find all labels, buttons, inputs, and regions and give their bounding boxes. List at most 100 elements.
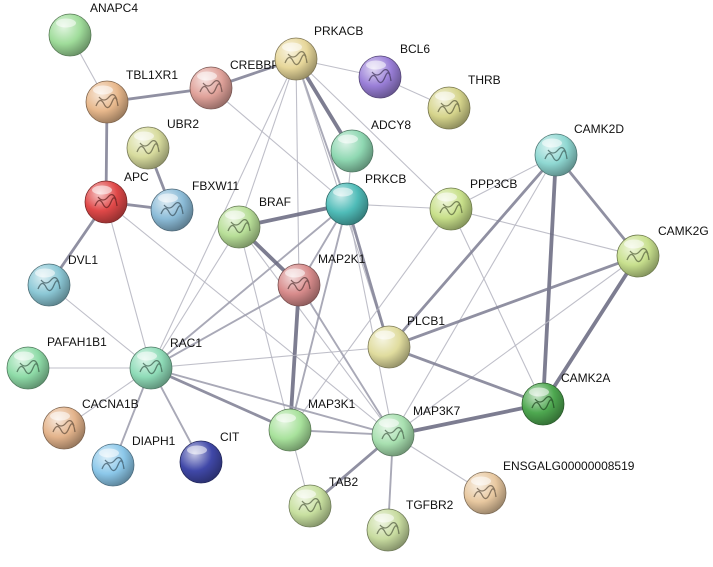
sphere-highlight	[542, 138, 562, 148]
node-label: CACNA1B	[82, 397, 139, 411]
node-pafah1b1[interactable]: PAFAH1B1	[6, 335, 107, 390]
node-cit[interactable]: CIT	[179, 430, 240, 484]
edge-camk2d-camk2g	[554, 153, 640, 258]
structure-glyph-icon	[94, 193, 118, 209]
sphere-highlight	[529, 387, 549, 397]
sphere-highlight	[276, 413, 296, 423]
sphere-highlight	[187, 445, 207, 455]
structure-glyph-icon	[160, 201, 184, 217]
sphere-highlight	[158, 193, 178, 203]
sphere-highlight	[282, 42, 302, 52]
structure-glyph-icon	[381, 426, 405, 442]
sphere-highlight	[471, 476, 491, 486]
node-crebbp[interactable]: CREBBP	[189, 58, 279, 110]
sphere-highlight	[134, 131, 154, 141]
sphere-highlight	[375, 330, 395, 340]
node-apc[interactable]: APC	[84, 170, 149, 224]
node-label: MAP3K1	[308, 397, 356, 411]
sphere-highlight	[14, 351, 34, 361]
node-ubr2[interactable]: UBR2	[126, 117, 199, 170]
node-label: PRKACB	[314, 24, 363, 38]
structure-glyph-icon	[52, 419, 76, 435]
structure-glyph-icon	[298, 497, 322, 513]
structure-glyph-icon	[95, 93, 119, 109]
node-fbxw11[interactable]: FBXW11	[150, 179, 239, 232]
node-plcb1[interactable]: PLCB1	[367, 314, 445, 369]
sphere-highlight	[35, 268, 55, 278]
node-rac1[interactable]: RAC1	[129, 336, 202, 390]
node-label: BRAF	[259, 195, 291, 209]
node-anapc4[interactable]: ANAPC4	[48, 1, 138, 57]
node-diaph1[interactable]: DIAPH1	[91, 434, 176, 487]
sphere-highlight	[296, 489, 316, 499]
node-label: FBXW11	[192, 179, 239, 193]
node-ppp3cb[interactable]: PPP3CB	[429, 177, 517, 231]
sphere-highlight	[225, 210, 245, 220]
node-label: CAMK2D	[574, 122, 624, 136]
node-prkcb[interactable]: PRKCB	[325, 172, 406, 226]
structure-glyph-icon	[368, 68, 392, 84]
node-ensgalg00000008519[interactable]: ENSGALG00000008519	[463, 459, 635, 515]
sphere-highlight	[56, 18, 76, 28]
node-label: THRB	[468, 73, 501, 87]
node-tgfbr2[interactable]: TGFBR2	[366, 498, 454, 552]
structure-glyph-icon	[531, 395, 555, 411]
sphere-highlight	[437, 192, 457, 202]
node-adcy8[interactable]: ADCY8	[330, 118, 411, 173]
node-label: CREBBP	[230, 58, 279, 72]
edge-map2k1-map3k7	[298, 284, 394, 436]
node-label: MAP3K7	[413, 404, 461, 418]
node-label: DVL1	[68, 253, 98, 267]
sphere-highlight	[99, 448, 119, 458]
edge-rac1-map3k7	[150, 367, 394, 436]
node-label: TBL1XR1	[126, 68, 178, 82]
structure-glyph-icon	[437, 99, 461, 115]
edge-camk2d-map3k7	[392, 154, 557, 436]
edge-dvl1-rac1	[48, 284, 152, 369]
edge-map3k7-camk2a	[391, 402, 545, 437]
node-label: ANAPC4	[90, 1, 138, 15]
structure-glyph-icon	[376, 521, 400, 537]
node-label: ENSGALG00000008519	[503, 459, 635, 473]
node-cacna1b[interactable]: CACNA1B	[42, 397, 139, 450]
sphere-highlight	[285, 268, 305, 278]
node-camk2g[interactable]: CAMK2G	[616, 224, 709, 278]
sphere-highlight	[50, 411, 70, 421]
edge-prkacb-ppp3cb	[295, 58, 452, 210]
node-braf[interactable]: BRAF	[217, 195, 291, 249]
node-tab2[interactable]: TAB2	[288, 475, 358, 528]
node-camk2a[interactable]: CAMK2A	[521, 371, 610, 426]
node-label: BCL6	[400, 42, 430, 56]
edge-plcb1-rac1	[150, 346, 390, 369]
node-label: TGFBR2	[406, 498, 454, 512]
node-label: UBR2	[167, 117, 199, 131]
structure-glyph-icon	[101, 456, 125, 472]
node-label: RAC1	[170, 336, 202, 350]
node-label: PPP3CB	[470, 177, 517, 191]
node-label: MAP2K1	[318, 252, 366, 266]
node-map3k1[interactable]: MAP3K1	[268, 397, 356, 452]
node-camk2d[interactable]: CAMK2D	[534, 122, 624, 177]
node-dvl1[interactable]: DVL1	[27, 253, 98, 307]
edge-apc-rac1	[105, 201, 152, 369]
node-label: PRKCB	[365, 172, 406, 186]
node-bcl6[interactable]: BCL6	[358, 42, 430, 99]
sphere-highlight	[333, 187, 353, 197]
edge-prkcb-plcb1	[345, 202, 391, 349]
node-tbl1xr1[interactable]: TBL1XR1	[85, 68, 178, 124]
edge-map2k1-rac1	[150, 284, 300, 369]
sphere-highlight	[374, 513, 394, 523]
node-map2k1[interactable]: MAP2K1	[277, 252, 366, 307]
node-prkacb[interactable]: PRKACB	[274, 24, 363, 81]
node-map3k7[interactable]: MAP3K7	[371, 404, 461, 457]
edge-camk2d-plcb1	[387, 153, 558, 349]
node-thrb[interactable]: THRB	[427, 73, 501, 130]
node-label: PLCB1	[407, 314, 445, 328]
edge-braf-map3k1	[238, 226, 291, 431]
structure-glyph-icon	[287, 276, 311, 292]
edge-rac1-map3k1	[149, 366, 292, 432]
sphere-highlight	[366, 60, 386, 70]
structure-glyph-icon	[284, 50, 308, 66]
structure-glyph-icon	[439, 200, 463, 216]
